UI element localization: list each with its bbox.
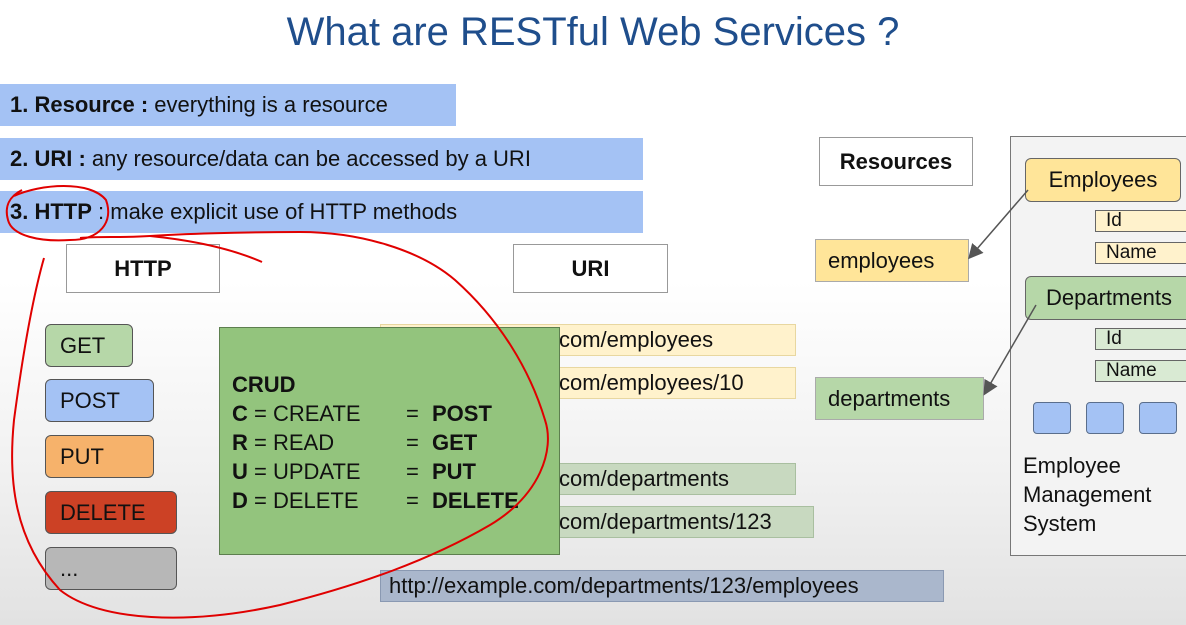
method-put: PUT bbox=[45, 435, 154, 478]
crud-row-create: C = CREATE = POST bbox=[232, 399, 559, 428]
crud-row-update: U = UPDATE = PUT bbox=[232, 457, 559, 486]
uri-header: URI bbox=[513, 244, 668, 293]
slide-title: What are RESTful Web Services ? bbox=[286, 10, 900, 54]
crud-title: CRUD bbox=[232, 372, 296, 397]
crud-letter: D bbox=[232, 488, 248, 513]
crud-letter: R bbox=[232, 430, 248, 455]
entity-field: Id bbox=[1095, 328, 1186, 350]
principle-uri-text: any resource/data can be accessed by a U… bbox=[85, 146, 531, 171]
system-name-line: System bbox=[1023, 511, 1097, 536]
crud-method: PUT bbox=[432, 459, 476, 484]
system-name-line: Management bbox=[1023, 482, 1152, 507]
crud-equals: = bbox=[406, 459, 419, 484]
entity-departments: Departments bbox=[1025, 276, 1186, 320]
component-block bbox=[1086, 402, 1124, 434]
crud-row-delete: D = DELETE = DELETE bbox=[232, 486, 559, 515]
crud-equals: = bbox=[406, 488, 419, 513]
principle-resource: 1. Resource : everything is a resource bbox=[0, 84, 456, 126]
crud-word: = READ bbox=[247, 430, 335, 455]
principle-resource-text: everything is a resource bbox=[148, 92, 388, 117]
principle-http: 3. HTTP : make explicit use of HTTP meth… bbox=[0, 191, 643, 233]
resources-header: Resources bbox=[819, 137, 973, 186]
crud-equals: = bbox=[406, 430, 419, 455]
crud-word: = CREATE bbox=[247, 401, 361, 426]
method-more: ... bbox=[45, 547, 177, 590]
method-delete: DELETE bbox=[45, 491, 177, 534]
crud-box: CRUD C = CREATE = POST R = READ = GET U … bbox=[219, 327, 560, 555]
entity-employees: Employees bbox=[1025, 158, 1181, 202]
crud-word: = DELETE bbox=[247, 488, 359, 513]
crud-equals: = bbox=[406, 401, 419, 426]
uri-department-employees: http://example.com/departments/123/emplo… bbox=[380, 570, 944, 602]
crud-method: POST bbox=[432, 401, 492, 426]
crud-letter: U bbox=[232, 459, 248, 484]
component-block bbox=[1139, 402, 1177, 434]
resource-employees: employees bbox=[815, 239, 969, 282]
uri-employee-10: com/employees/10 bbox=[380, 367, 796, 399]
entity-field: Name bbox=[1095, 242, 1186, 264]
method-get: GET bbox=[45, 324, 133, 367]
crud-method: DELETE bbox=[432, 488, 519, 513]
resource-departments: departments bbox=[815, 377, 984, 420]
entity-field: Name bbox=[1095, 360, 1186, 382]
entity-field: Id bbox=[1095, 210, 1186, 232]
principle-http-text: : make explicit use of HTTP methods bbox=[91, 199, 458, 224]
component-block bbox=[1033, 402, 1071, 434]
principle-uri-label: 2. URI : bbox=[10, 146, 86, 171]
principle-uri: 2. URI : any resource/data can be access… bbox=[0, 138, 643, 180]
crud-word: = UPDATE bbox=[247, 459, 361, 484]
crud-method: GET bbox=[432, 430, 478, 455]
http-header: HTTP bbox=[66, 244, 220, 293]
principle-resource-label: 1. Resource : bbox=[10, 92, 149, 117]
crud-row-read: R = READ = GET bbox=[232, 428, 559, 457]
crud-letter: C bbox=[232, 401, 248, 426]
principle-http-label: 3. HTTP bbox=[10, 199, 92, 224]
system-name-line: Employee bbox=[1023, 453, 1121, 478]
system-name: Employee Management System bbox=[1023, 451, 1151, 538]
method-post: POST bbox=[45, 379, 154, 422]
